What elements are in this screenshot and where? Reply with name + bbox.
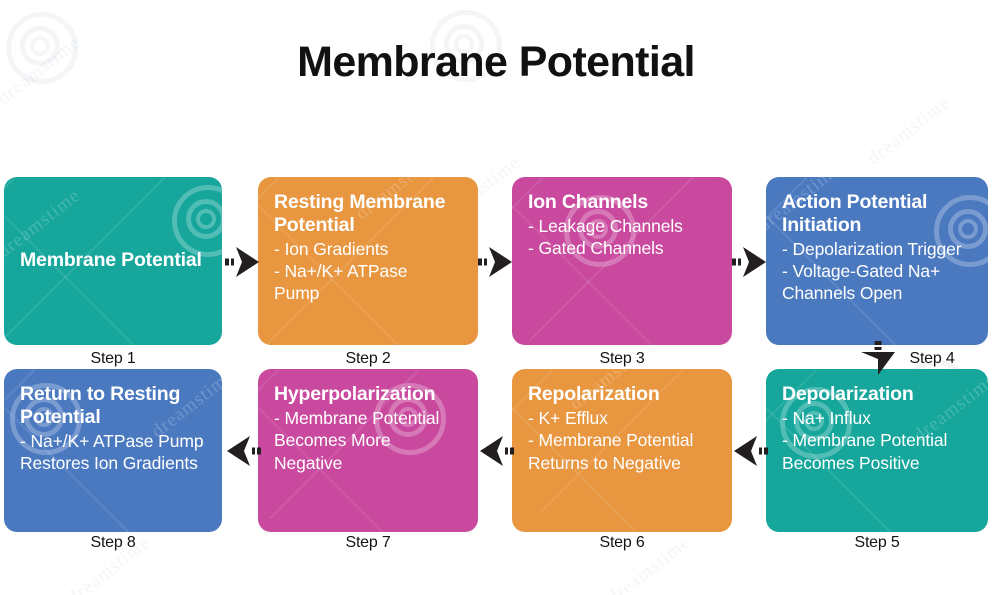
card-title: Hyperpolarization [274, 383, 436, 405]
card-bullets: - Membrane Potential Becomes More Negati… [274, 407, 462, 474]
step-label-6: Step 6 [599, 534, 645, 551]
page-title: Membrane Potential [297, 38, 695, 86]
card-title: Membrane Potential [20, 249, 202, 272]
bullet-item: - Na+ Influx [782, 407, 871, 428]
card-title: Resting Membrane Potential [274, 191, 446, 236]
bullet-item: - Voltage-Gated Na+ Channels Open [782, 261, 941, 304]
card-bullets: - Na+ Influx - Membrane Potential Become… [782, 407, 972, 474]
step-label-1: Step 1 [90, 350, 136, 367]
card-title: Depolarization [782, 383, 914, 405]
step-label-3: Step 3 [599, 350, 645, 367]
card-title: Action Potential Initiation [782, 191, 928, 236]
flow-step-card-5[interactable]: dreamstime Depolarization - Na+ Influx -… [766, 369, 988, 532]
bullet-item: - Membrane Potential Becomes Positive [782, 430, 948, 473]
card-bullets: - Ion Gradients - Na+/K+ ATPase Pump [274, 238, 462, 305]
arrow-left-icon [225, 434, 261, 468]
flow-step-card-4[interactable]: dreamstime Action Potential Initiation -… [766, 177, 988, 345]
flow-step-card-6[interactable]: dreamstime Repolarization - K+ Efflux - … [512, 369, 732, 532]
flow-step-card-3[interactable]: Ion Channels - Leakage Channels - Gated … [512, 177, 732, 345]
watermark-line [4, 215, 154, 345]
step-label-5: Step 5 [854, 534, 900, 551]
card-title: Ion Channels [528, 191, 649, 213]
arrow-right-icon [732, 245, 768, 279]
step-label-4: Step 4 [909, 350, 955, 367]
bullet-item: - Gated Channels [528, 238, 664, 259]
card-bullets: - Na+/K+ ATPase Pump Restores Ion Gradie… [20, 430, 206, 475]
arrow-left-icon [732, 434, 768, 468]
card-bullets: - Leakage Channels - Gated Channels [528, 215, 716, 260]
flow-step-card-1[interactable]: dreamstime Membrane Potential [4, 177, 222, 345]
step-label-2: Step 2 [345, 350, 391, 367]
arrow-left-icon [478, 434, 514, 468]
arrow-right-icon [225, 245, 261, 279]
bullet-item: - Na+/K+ ATPase Pump Restores Ion Gradie… [20, 430, 204, 474]
flow-step-card-2[interactable]: dreamstime Resting Membrane Potential - … [258, 177, 478, 345]
arrow-down-icon [858, 341, 898, 377]
step-label-8: Step 8 [90, 534, 136, 551]
card-bullets: - Depolarization Trigger - Voltage-Gated… [782, 238, 972, 305]
bullet-item: - Membrane Potential Returns to Negative [528, 430, 694, 473]
card-title: Repolarization [528, 383, 660, 405]
card-title: Return to Resting Potential [20, 383, 181, 428]
arrow-right-icon [478, 245, 514, 279]
bullet-item: - Leakage Channels [528, 215, 683, 236]
card-bullets: - K+ Efflux - Membrane Potential Returns… [528, 407, 716, 474]
spiral-logo-icon [172, 185, 222, 257]
bullet-item: - Depolarization Trigger [782, 238, 962, 259]
watermark-text: dreamstime [863, 91, 955, 170]
bullet-item: - Na+/K+ ATPase Pump [274, 261, 408, 304]
bullet-item: - Membrane Potential Becomes More Negati… [274, 407, 440, 473]
bullet-item: - Ion Gradients [274, 238, 389, 259]
flow-step-card-8[interactable]: dreamstime Return to Resting Potential -… [4, 369, 222, 532]
flow-step-card-7[interactable]: Hyperpolarization - Membrane Potential B… [258, 369, 478, 532]
step-label-7: Step 7 [345, 534, 391, 551]
bullet-item: - K+ Efflux [528, 407, 608, 428]
